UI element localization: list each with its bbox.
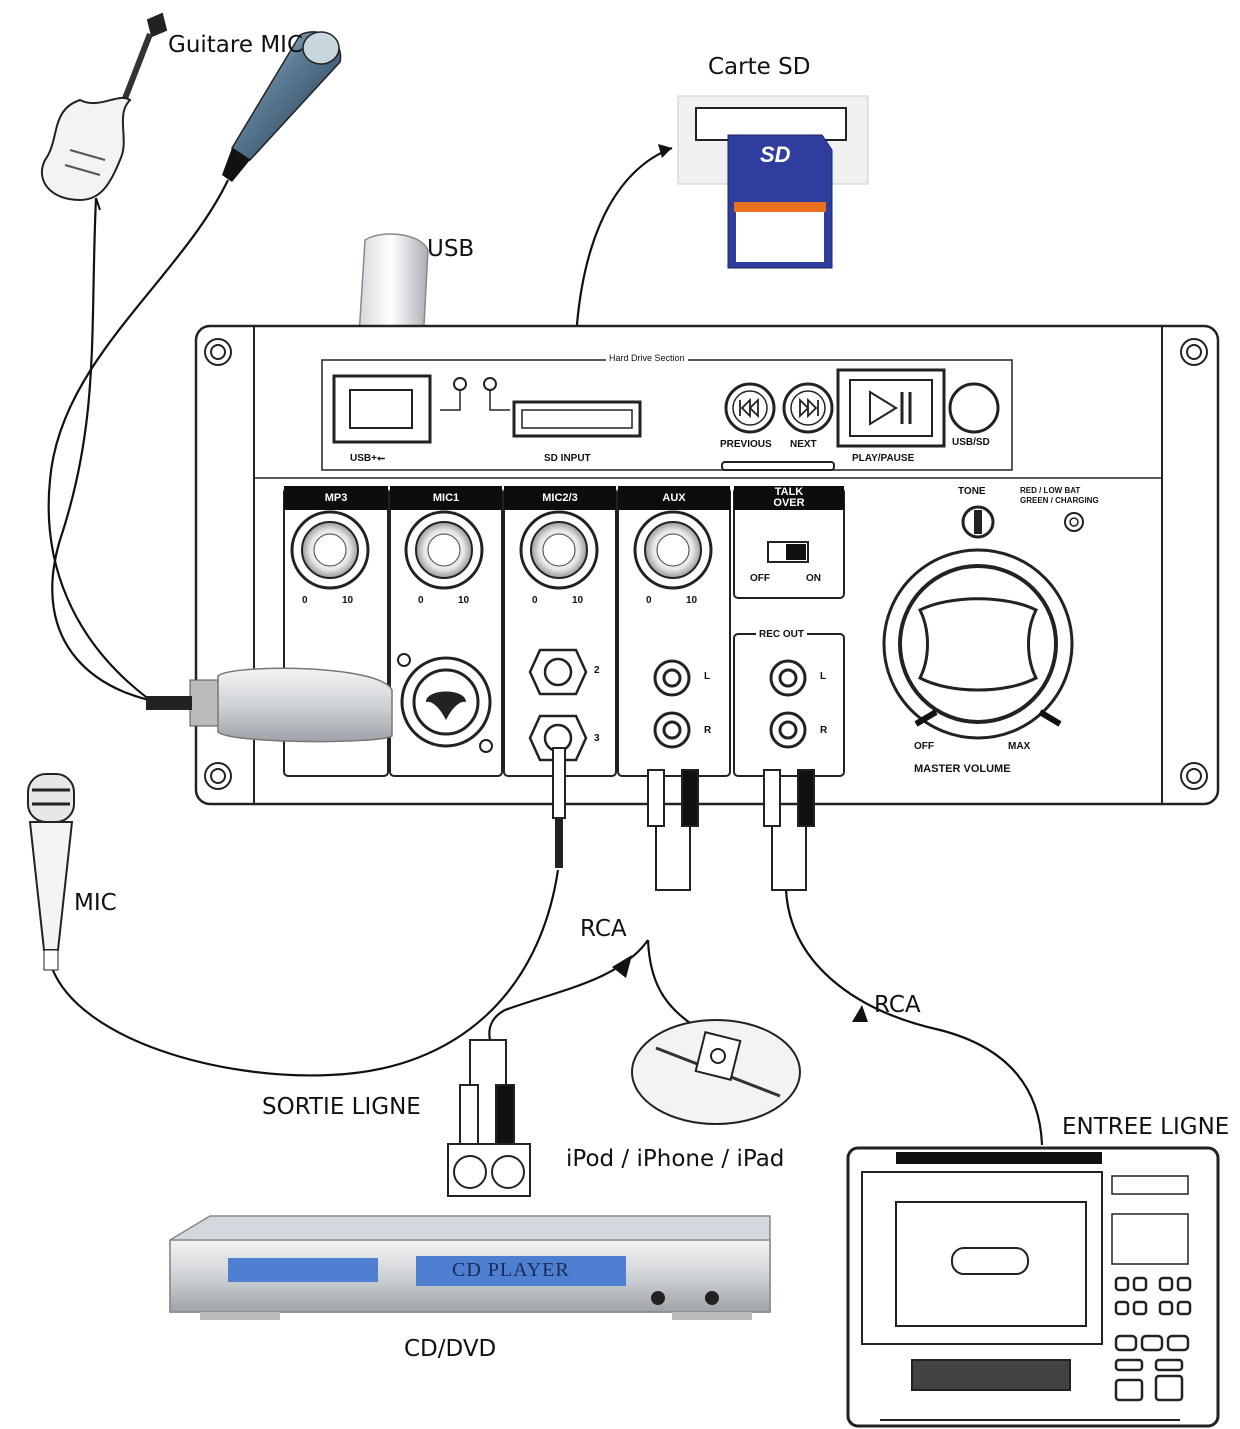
rca-left-label: RCA [580, 916, 627, 942]
rca-right-label: RCA [874, 992, 921, 1018]
talk-over-off-label: OFF [750, 573, 770, 584]
aux-to-line-out [488, 939, 649, 1041]
cd-player-illustration [169, 1215, 771, 1320]
rec-left-label: L [820, 671, 827, 682]
usb-sd-label: USB/SD [952, 437, 990, 448]
rec-out-label: REC OUT [756, 630, 807, 640]
aux-left-label: L [704, 671, 711, 682]
guitar-mic-label: Guitare MIC [168, 32, 304, 58]
guitar-cable [51, 197, 191, 708]
hard-drive-section-label: Hard Drive Section [606, 354, 688, 363]
channel-header-mp3: MP3 [284, 486, 388, 510]
usb-label: USB [427, 236, 475, 262]
rec-right-label: R [820, 725, 828, 736]
ipod-dock-illustration [631, 1019, 801, 1125]
line-out-plugs [447, 1039, 531, 1197]
tone-label: TONE [958, 486, 986, 497]
usb-port-label: USB+⭠ [350, 453, 385, 464]
mic23-scale-max: 10 [572, 595, 584, 606]
channel-header-mic23: MIC2/3 [504, 486, 616, 510]
arrow-rca-left [612, 955, 632, 978]
xlr-plug-illustration [146, 667, 393, 743]
cd-dvd-label: CD/DVD [404, 1336, 497, 1362]
cd-player-display-text: CD PLAYER [452, 1259, 570, 1281]
sd-input-label: SD INPUT [544, 453, 591, 464]
channel-header-aux: AUX [618, 486, 730, 510]
plugs-on-panel [552, 747, 815, 891]
aux-scale-min: 0 [646, 595, 652, 606]
led-status-line1: RED / LOW BAT [1020, 486, 1081, 495]
top-mic-illustration [222, 31, 342, 182]
master-off-label: OFF [914, 741, 934, 752]
mic-cable-top [47, 179, 229, 701]
channel-header-mic1: MIC1 [390, 486, 502, 510]
jack-2-label: 2 [594, 665, 600, 676]
talk-over-on-label: ON [806, 573, 821, 584]
aux-right-label: R [704, 725, 712, 736]
arrow-rca-right [852, 1005, 868, 1022]
ipod-label: iPod / iPhone / iPad [566, 1146, 785, 1172]
next-label: NEXT [790, 439, 817, 450]
led-status-line2: GREEN / CHARGING [1020, 496, 1099, 505]
mp3-scale-max: 10 [342, 595, 354, 606]
rec-out-to-line-in [784, 889, 1044, 1146]
sd-card-label: Carte SD [708, 54, 811, 80]
svg-text:SD: SD [760, 142, 791, 167]
channel-knobs [290, 510, 713, 590]
cable-arrows [612, 144, 868, 1022]
mic1-scale-min: 0 [418, 595, 424, 606]
previous-label: PREVIOUS [720, 439, 772, 450]
jack-3-label: 3 [594, 733, 600, 744]
mic-label: MIC [74, 890, 117, 916]
mic23-scale-min: 0 [532, 595, 538, 606]
mic1-scale-max: 10 [458, 595, 470, 606]
master-max-label: MAX [1008, 741, 1031, 752]
cassette-deck-illustration [846, 1146, 1220, 1428]
hand-mic-illustration [27, 773, 75, 971]
guitar-illustration [40, 12, 168, 211]
play-pause-label: PLAY/PAUSE [852, 453, 915, 464]
mixer-panel [194, 324, 1220, 806]
channel-header-talk-over: TALK OVER [734, 486, 844, 510]
line-in-label: ENTREE LIGNE [1062, 1114, 1230, 1140]
sd-card-illustration: SD [677, 95, 869, 269]
aux-scale-max: 10 [686, 595, 698, 606]
line-out-label: SORTIE LIGNE [262, 1094, 421, 1120]
hand-mic-cable [50, 869, 560, 1077]
aux-to-ipod [646, 939, 701, 1031]
arrow-to-sd [658, 144, 672, 158]
master-volume-label: MASTER VOLUME [914, 763, 1011, 775]
mp3-scale-min: 0 [302, 595, 308, 606]
